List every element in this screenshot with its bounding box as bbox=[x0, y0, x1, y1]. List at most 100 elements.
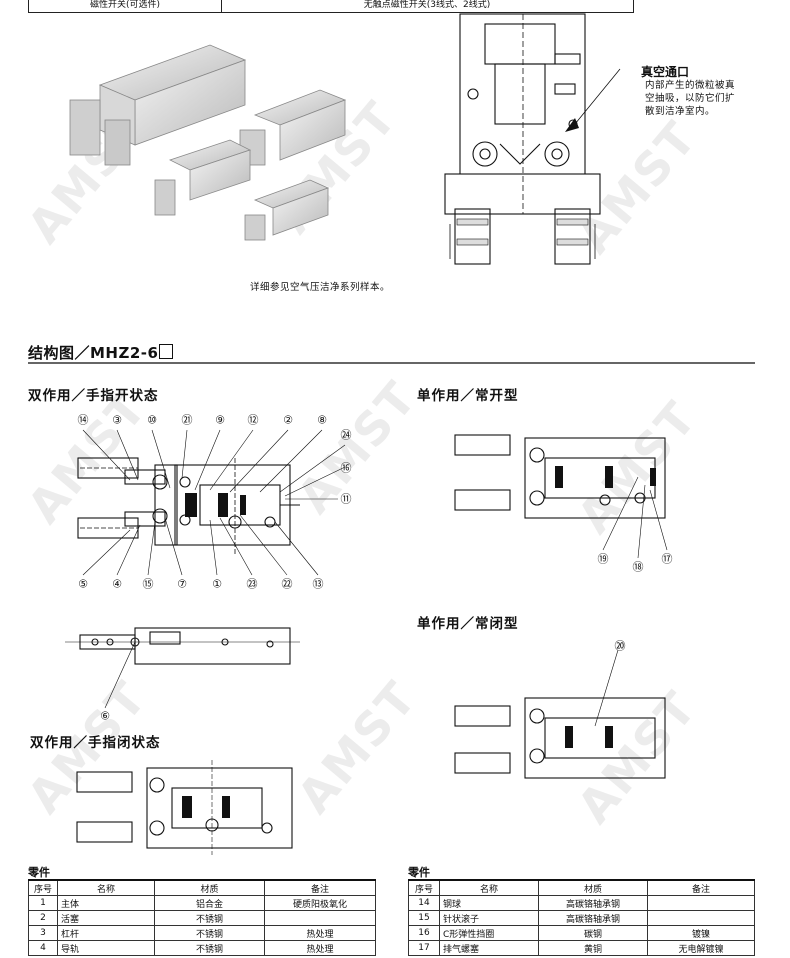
callout-20: ⑳ bbox=[615, 640, 626, 653]
callout-17: ⑰ bbox=[662, 553, 673, 566]
callout-3: ③ bbox=[112, 414, 122, 427]
table-cell-no: 15 bbox=[408, 910, 440, 926]
callout-6: ⑥ bbox=[100, 710, 110, 723]
callout-24: ㉔ bbox=[341, 429, 352, 442]
callout-8: ⑧ bbox=[317, 414, 327, 427]
product-photo bbox=[69, 44, 347, 241]
table-cell-no: 17 bbox=[408, 940, 440, 956]
callout-12: ⑫ bbox=[248, 414, 259, 427]
table-cell-material: 铝合金 bbox=[154, 895, 265, 911]
single-acting-normally-open-drawing: ⑲ ⑱ ⑰ bbox=[454, 434, 673, 574]
subsection-double-closed: 双作用／手指闭状态 bbox=[30, 735, 161, 751]
vacuum-port-desc-line: 空抽吸，以防它们扩 bbox=[645, 93, 736, 104]
table-cell-name: 钢球 bbox=[439, 895, 539, 911]
guide-detail-drawing: ⑥ bbox=[65, 627, 300, 723]
table-cell-name: 活塞 bbox=[57, 910, 155, 926]
callout-9: ⑨ bbox=[215, 414, 225, 427]
column-header: 名称 bbox=[57, 879, 155, 896]
column-header: 序号 bbox=[408, 879, 440, 896]
callout-19: ⑲ bbox=[598, 553, 609, 566]
callout-23: ㉓ bbox=[247, 578, 258, 591]
callout-13: ⑬ bbox=[313, 578, 324, 591]
table-cell-material: 不锈钢 bbox=[154, 910, 265, 926]
table-cell-note bbox=[647, 910, 755, 926]
callout-7: ⑦ bbox=[177, 578, 187, 591]
table-cell-no: 1 bbox=[28, 895, 58, 911]
subsection-single-normally-closed: 单作用／常闭型 bbox=[417, 616, 519, 632]
table-cell-no: 4 bbox=[28, 940, 58, 956]
double-acting-closed-drawing bbox=[76, 760, 293, 855]
watermark: AMST bbox=[286, 670, 428, 824]
table-cell-no: 14 bbox=[408, 895, 440, 911]
column-header: 备注 bbox=[647, 879, 755, 896]
table-cell-name: 排气螺塞 bbox=[439, 940, 539, 956]
callout-2: ② bbox=[283, 414, 293, 427]
callout-22: ㉒ bbox=[282, 578, 293, 591]
callout-5: ⑤ bbox=[78, 578, 88, 591]
table-cell-material: 黄铜 bbox=[538, 940, 648, 956]
table-cell-note bbox=[647, 895, 755, 911]
table-cell-note: 镀镍 bbox=[647, 925, 755, 941]
single-acting-normally-closed-drawing: ⑳ bbox=[454, 640, 666, 779]
switch-option-value: 无触点磁性开关(3线式、2线式) bbox=[363, 0, 491, 10]
column-header: 名称 bbox=[439, 879, 539, 896]
table-cell-note: 硬质阳极氧化 bbox=[264, 895, 376, 911]
switch-option-row: 磁性开关(可选件) 无触点磁性开关(3线式、2线式) bbox=[28, 0, 634, 13]
callout-numbers-main: ⑭ ③ ⑩ ㉑ ⑨ ⑫ ② ⑧ ㉔ ⑯ ⑪ ⑤ ④ ⑮ ⑦ ① ㉓ ㉒ ⑬ bbox=[78, 414, 352, 591]
table-cell-note: 无电解镀镍 bbox=[647, 940, 755, 956]
column-header: 序号 bbox=[28, 879, 58, 896]
vacuum-cross-section-drawing bbox=[444, 13, 621, 265]
table-cell-no: 3 bbox=[28, 925, 58, 941]
table-cell-name: C形弹性挡圈 bbox=[439, 925, 539, 941]
callout-21: ㉑ bbox=[182, 414, 193, 427]
photo-caption: 详细参见空气压洁净系列样本。 bbox=[250, 282, 391, 293]
table-header-row: 序号 名称 材质 备注 bbox=[28, 879, 376, 896]
subsection-double-open: 双作用／手指开状态 bbox=[28, 388, 159, 404]
table-header-row: 序号 名称 材质 备注 bbox=[408, 879, 755, 896]
table-cell-material: 高碳铬轴承钢 bbox=[538, 895, 648, 911]
table-cell-note: 热处理 bbox=[264, 940, 376, 956]
subsection-single-normally-open: 单作用／常开型 bbox=[417, 388, 519, 404]
section-title: 结构图／MHZ2-6 bbox=[28, 342, 174, 363]
double-acting-open-drawing bbox=[77, 429, 346, 576]
callout-14: ⑭ bbox=[78, 414, 89, 427]
section-underline bbox=[28, 362, 755, 364]
callout-18: ⑱ bbox=[633, 561, 644, 574]
table-cell-name: 针状滚子 bbox=[439, 910, 539, 926]
table-cell-material: 不锈钢 bbox=[154, 925, 265, 941]
table-cell-no: 2 bbox=[28, 910, 58, 926]
placeholder-box-icon bbox=[159, 344, 174, 359]
table-cell-material: 碳钢 bbox=[538, 925, 648, 941]
vacuum-port-desc-line: 散到洁净室内。 bbox=[645, 106, 716, 117]
column-header: 备注 bbox=[264, 879, 376, 896]
switch-option-label: 磁性开关(可选件) bbox=[29, 0, 222, 12]
table-cell-name: 导轨 bbox=[57, 940, 155, 956]
section-title-text: 结构图／MHZ2-6 bbox=[28, 344, 159, 362]
column-header: 材质 bbox=[154, 879, 265, 896]
parts-label-left: 零件 bbox=[28, 866, 50, 879]
table-cell-material: 高碳铬轴承钢 bbox=[538, 910, 648, 926]
table-cell-note: 热处理 bbox=[264, 925, 376, 941]
table-cell-material: 不锈钢 bbox=[154, 940, 265, 956]
parts-label-right: 零件 bbox=[408, 866, 430, 879]
table-cell-no: 16 bbox=[408, 925, 440, 941]
callout-4: ④ bbox=[112, 578, 122, 591]
callout-15: ⑮ bbox=[143, 578, 154, 591]
table-cell-name: 主体 bbox=[57, 895, 155, 911]
callout-11: ⑪ bbox=[341, 493, 352, 506]
vacuum-port-desc-line: 内部产生的微粒被真 bbox=[645, 80, 736, 91]
vacuum-port-title: 真空通口 bbox=[641, 65, 690, 79]
column-header: 材质 bbox=[538, 879, 648, 896]
table-cell-note bbox=[264, 910, 376, 926]
callout-10: ⑩ bbox=[147, 414, 157, 427]
